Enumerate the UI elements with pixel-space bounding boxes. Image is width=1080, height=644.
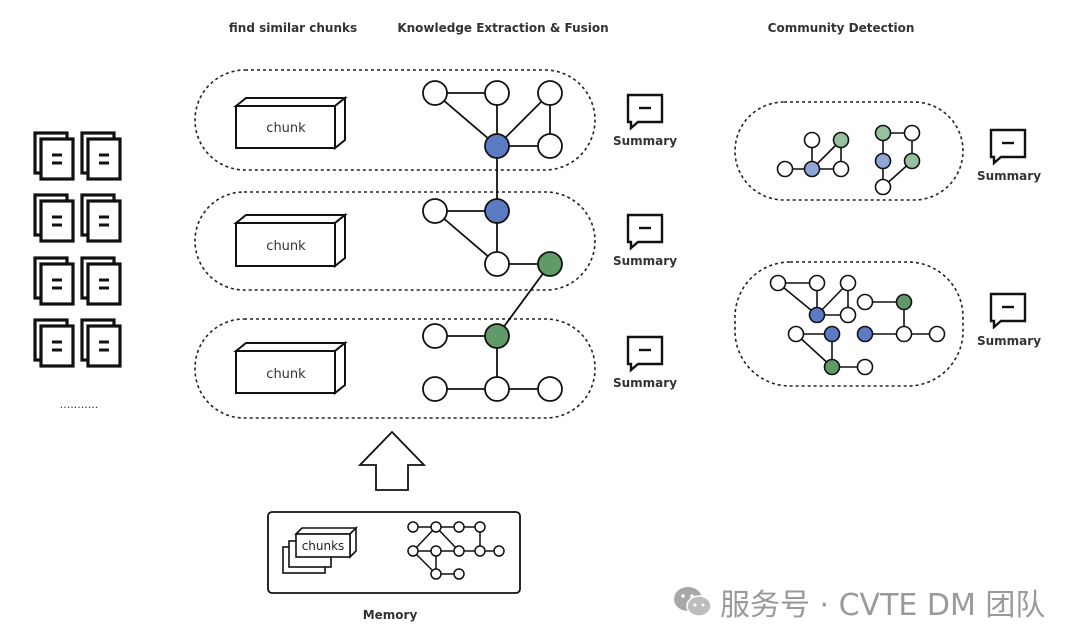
graph-node xyxy=(484,251,510,277)
graph-node xyxy=(787,325,805,343)
chunk-box-1: chunk xyxy=(233,95,348,151)
memory-chunks-label: chunks xyxy=(302,539,345,553)
summary-label-row-2: Summary xyxy=(613,254,677,268)
document-stack-icon xyxy=(80,193,122,243)
chunk-box-3: chunk xyxy=(233,340,348,396)
graph-node-light-blue xyxy=(874,152,892,170)
graph-node xyxy=(493,545,505,557)
graph-node-green xyxy=(484,323,510,349)
graph-node xyxy=(474,545,486,557)
document-stack-icon xyxy=(33,131,75,181)
watermark: 服务号 · CVTE DM 团队 xyxy=(672,580,1045,624)
graph-node xyxy=(856,358,874,376)
graph-node xyxy=(839,274,857,292)
summary-label-community-1: Summary xyxy=(977,169,1041,183)
document-stack-icon xyxy=(33,256,75,306)
graph-node-light-green xyxy=(903,152,921,170)
graph-node xyxy=(874,178,892,196)
graph-node xyxy=(803,131,821,149)
graph-node xyxy=(422,376,448,402)
graph-node xyxy=(453,545,465,557)
graph-node xyxy=(484,376,510,402)
graph-node xyxy=(895,325,913,343)
graph-node-green xyxy=(823,358,841,376)
community-graphs xyxy=(769,124,1027,376)
graph-node xyxy=(769,274,787,292)
speech-bubble-icon xyxy=(626,335,664,373)
memory-label: Memory xyxy=(363,608,418,622)
summary-label-row-3: Summary xyxy=(613,376,677,390)
graph-node xyxy=(537,80,563,106)
chunk-box-2: chunk xyxy=(233,212,348,269)
graph-node xyxy=(856,293,874,311)
graph-node xyxy=(832,160,850,178)
graph-node-green xyxy=(895,293,913,311)
graph-node xyxy=(430,568,442,580)
graph-node xyxy=(808,274,826,292)
graph-node xyxy=(430,545,442,557)
chunk-label: chunk xyxy=(266,121,306,136)
community-container-2 xyxy=(734,261,964,387)
graph-node xyxy=(537,376,563,402)
graph-node xyxy=(422,323,448,349)
graph-node xyxy=(407,521,419,533)
graph-node xyxy=(474,521,486,533)
graph-node-blue xyxy=(856,325,874,343)
graph-node xyxy=(903,124,921,142)
row-container-2 xyxy=(194,191,596,291)
summary-label-row-1: Summary xyxy=(613,134,677,148)
speech-bubble-icon xyxy=(626,213,664,251)
memory-graph xyxy=(407,521,505,580)
graph-node xyxy=(537,133,563,159)
document-stack-icon xyxy=(80,256,122,306)
wechat-icon xyxy=(674,587,712,617)
graph-node xyxy=(453,568,465,580)
graph-node xyxy=(430,521,442,533)
speech-bubble-icon xyxy=(989,128,1027,166)
graph-node xyxy=(407,545,419,557)
documents-ellipsis: ........... xyxy=(60,398,98,411)
watermark-text: 服务号 · CVTE DM 团队 xyxy=(720,588,1046,623)
graph-node xyxy=(484,80,510,106)
document-stack-icon xyxy=(80,131,122,181)
header-find-similar-chunks: find similar chunks xyxy=(229,21,357,35)
graph-node-light-green xyxy=(832,131,850,149)
graph-edge xyxy=(777,282,818,316)
graph-edge xyxy=(434,92,498,147)
memory-chunks-stack-icon: chunks xyxy=(282,526,358,574)
row-container-3 xyxy=(194,318,596,419)
graph-node xyxy=(776,160,794,178)
speech-bubble-icon xyxy=(626,93,664,131)
chunk-label: chunk xyxy=(266,367,306,382)
document-stack-icon xyxy=(33,318,75,368)
row-container-1 xyxy=(194,69,596,171)
up-arrow-icon xyxy=(357,430,427,491)
graph-node xyxy=(453,521,465,533)
knowledge-graph xyxy=(422,80,563,402)
graph-node-light-green xyxy=(874,124,892,142)
graph-node-light-blue xyxy=(803,160,821,178)
graph-node xyxy=(928,325,946,343)
graph-node-blue xyxy=(484,133,510,159)
speech-bubble-icon xyxy=(989,292,1027,330)
document-stack-icon xyxy=(80,318,122,368)
graph-node xyxy=(839,306,857,324)
graph-edge xyxy=(496,263,551,337)
document-collection xyxy=(33,131,122,368)
summary-label-community-2: Summary xyxy=(977,334,1041,348)
graph-edge xyxy=(434,210,498,265)
graph-node-blue xyxy=(484,198,510,224)
graph-node-green xyxy=(537,251,563,277)
community-container-1 xyxy=(734,101,964,201)
chunk-label: chunk xyxy=(266,239,306,254)
header-community-detection: Community Detection xyxy=(768,21,915,35)
graph-node xyxy=(422,198,448,224)
header-knowledge-extraction: Knowledge Extraction & Fusion xyxy=(397,21,608,35)
document-stack-icon xyxy=(33,193,75,243)
graph-node-blue xyxy=(823,325,841,343)
graph-node xyxy=(422,80,448,106)
graph-node-blue xyxy=(808,306,826,324)
